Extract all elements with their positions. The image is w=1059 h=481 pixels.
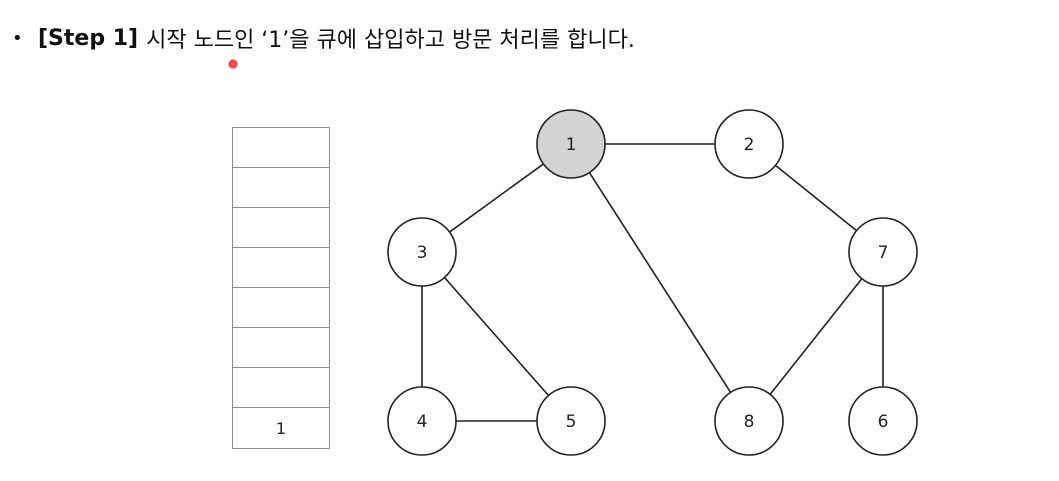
node-label-8: 8	[744, 412, 755, 432]
node-5: 5	[536, 386, 606, 456]
node-label-2: 2	[744, 135, 755, 155]
edge-2-7	[774, 164, 858, 232]
edge-1-8	[588, 171, 732, 394]
queue-cell-2	[233, 168, 329, 208]
queue-cell-4	[233, 248, 329, 288]
step-label: [Step 1]	[38, 25, 139, 51]
node-2: 2	[714, 109, 784, 179]
queue-cell-3	[233, 208, 329, 248]
node-circle-3	[387, 217, 457, 287]
graph-edges	[421, 143, 884, 422]
pointer-indicator	[228, 59, 238, 69]
node-3: 3	[387, 217, 457, 287]
node-8: 8	[714, 386, 784, 456]
queue-cell-5	[233, 288, 329, 328]
step-description: 시작 노드인 ‘1’을 큐에 삽입하고 방문 처리를 합니다.	[146, 28, 635, 53]
node-circle-8	[714, 386, 784, 456]
edge-3-5	[443, 276, 550, 397]
node-circle-6	[848, 386, 918, 456]
queue-cell-7	[233, 368, 329, 408]
node-label-7: 7	[878, 243, 889, 263]
node-circle-5	[536, 386, 606, 456]
edge-1-3	[448, 163, 545, 233]
node-label-5: 5	[566, 412, 577, 432]
node-6: 6	[848, 386, 918, 456]
node-label-6: 6	[878, 412, 889, 432]
edge-7-8	[769, 277, 863, 396]
node-1: 1	[536, 109, 606, 179]
node-label-1: 1	[566, 135, 577, 155]
node-4: 4	[387, 386, 457, 456]
node-label-4: 4	[417, 412, 428, 432]
node-label-3: 3	[417, 243, 428, 263]
node-circle-4	[387, 386, 457, 456]
node-circle-1	[536, 109, 606, 179]
node-circle-7	[848, 217, 918, 287]
node-7: 7	[848, 217, 918, 287]
queue-cell-8: 1	[275, 418, 287, 438]
graph-nodes: 1 2 3 4 5 6 7 8	[387, 109, 918, 456]
bullet: •	[12, 27, 23, 49]
step-caption: • [Step 1] 시작 노드인 ‘1’을 큐에 삽입하고 방문 처리를 합니…	[12, 18, 635, 58]
queue-cell-6	[233, 328, 329, 368]
node-circle-2	[714, 109, 784, 179]
queue-cell-1	[233, 128, 329, 168]
queue: 1	[232, 127, 330, 449]
